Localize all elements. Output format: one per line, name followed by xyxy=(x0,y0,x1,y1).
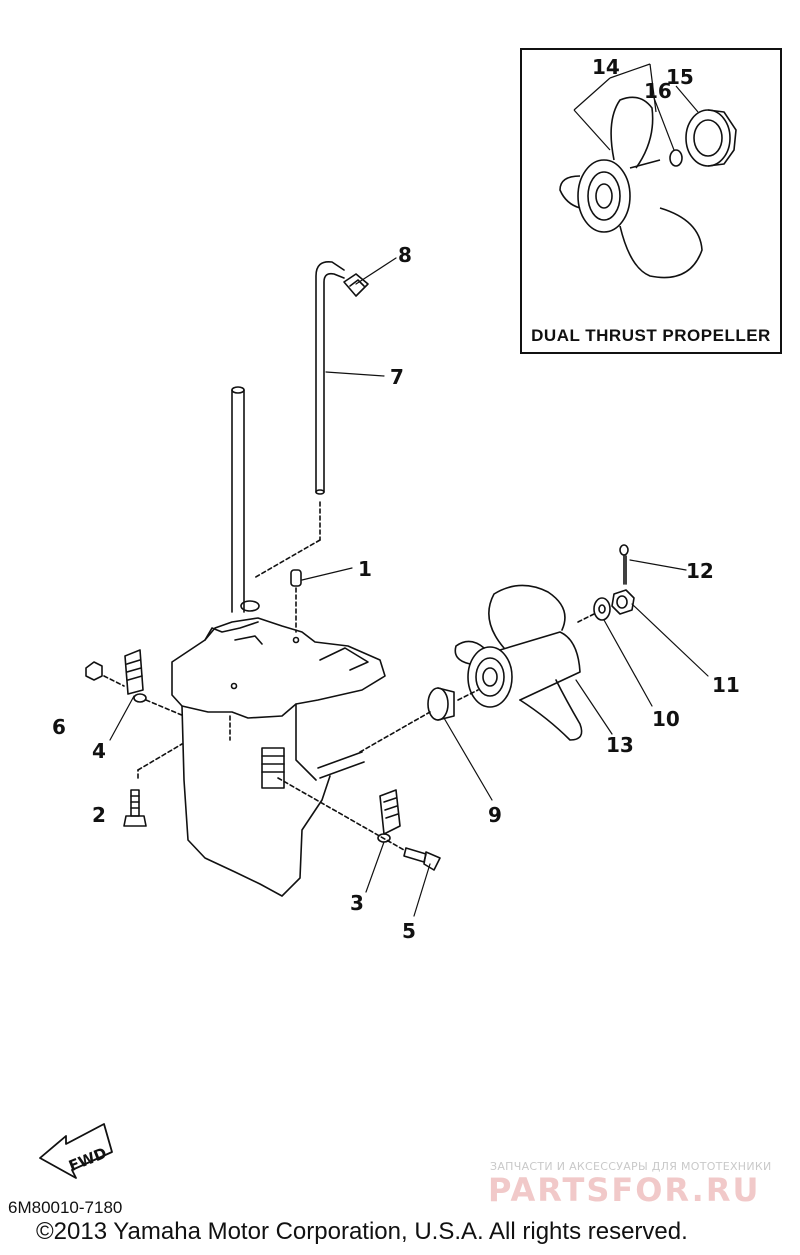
lower-unit-housing xyxy=(171,617,386,897)
copyright-notice: ©2013 Yamaha Motor Corporation, U.S.A. A… xyxy=(36,1218,688,1245)
grommet xyxy=(343,273,369,297)
fwd-arrow: FWD xyxy=(39,1123,113,1179)
anode-lower xyxy=(377,789,401,843)
bolt xyxy=(123,743,183,827)
spacer xyxy=(359,687,479,753)
inset-title: DUAL THRUST PROPELLER xyxy=(531,326,771,345)
callout-2: 2 xyxy=(92,803,106,827)
callout-3: 3 xyxy=(350,891,364,915)
washer xyxy=(593,597,611,621)
nut xyxy=(85,661,125,687)
callout-15: 15 xyxy=(666,65,694,89)
dowel-pin xyxy=(290,569,302,633)
callout-5: 5 xyxy=(402,919,416,943)
leader-lines xyxy=(109,257,709,917)
propeller-shaft xyxy=(317,751,365,779)
callout-4: 4 xyxy=(92,739,106,763)
screw xyxy=(277,777,441,871)
anode-upper xyxy=(124,649,185,717)
callout-12: 12 xyxy=(686,559,714,583)
callout-13: 13 xyxy=(606,733,634,757)
watermark-brand: PARTSFOR.RU xyxy=(488,1171,761,1209)
callout-6: 6 xyxy=(52,715,66,739)
callout-10: 10 xyxy=(652,707,680,731)
watermark-subtitle: ЗАПЧАСТИ И АКСЕССУАРЫ ДЛЯ МОТОТЕХНИКИ xyxy=(490,1160,772,1173)
callout-9: 9 xyxy=(488,803,502,827)
inset-leader-lines xyxy=(573,63,699,151)
cotter-pin xyxy=(619,544,629,585)
propeller-nut xyxy=(577,589,635,623)
propeller xyxy=(454,584,583,741)
drive-shaft xyxy=(231,386,260,613)
callout-1: 1 xyxy=(358,557,372,581)
callout-11: 11 xyxy=(712,673,740,697)
callout-14: 14 xyxy=(592,55,620,79)
callout-16: 16 xyxy=(644,79,672,103)
diagram-code: 6M80010-7180 xyxy=(8,1198,123,1217)
callout-7: 7 xyxy=(390,365,404,389)
inset-panel: DUAL THRUST PROPELLER xyxy=(520,48,782,354)
callout-8: 8 xyxy=(398,243,412,267)
inset-propeller xyxy=(559,96,737,279)
shift-rod xyxy=(253,260,345,579)
